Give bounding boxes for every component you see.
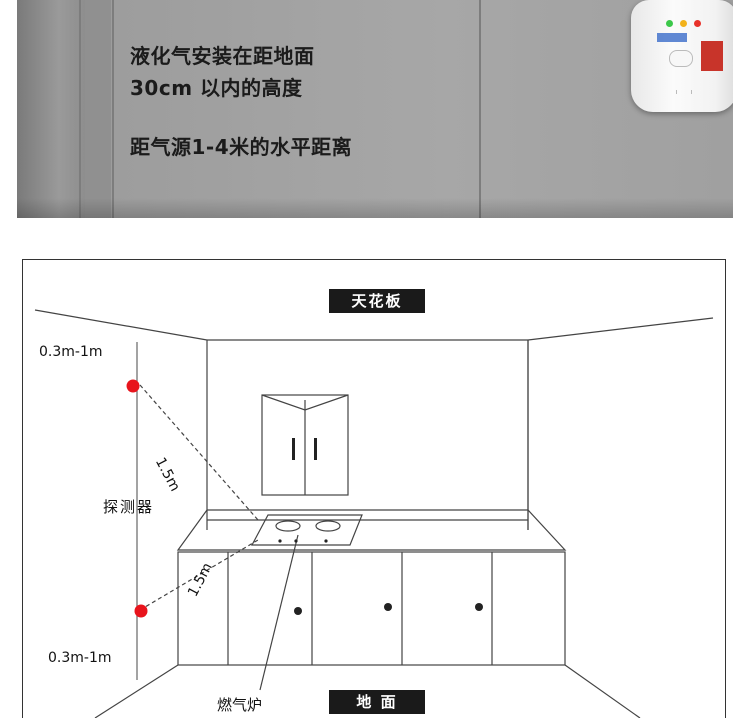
- detector-dot-upper: [126, 379, 140, 393]
- ceiling-tag: 天花板: [329, 289, 425, 313]
- brand-logo: [657, 33, 687, 42]
- product-banner: 液化气安装在距地面 30cm 以内的高度 距气源1-4米的水平距离: [17, 0, 733, 218]
- panel-strip: [85, 0, 111, 218]
- detector-label: 探测器: [103, 498, 155, 516]
- ceiling-edge-left: [34, 309, 208, 341]
- ceiling-edge-right: [527, 317, 714, 341]
- floor-edge-right: [564, 664, 641, 718]
- panel-seam: [112, 0, 114, 218]
- installation-diagram-frame: [22, 259, 726, 718]
- stove-label: 燃气炉: [217, 696, 263, 714]
- gas-stove: [251, 514, 363, 546]
- banner-line-2: 30cm 以内的高度: [130, 76, 303, 100]
- distance-line-upper: [139, 384, 259, 521]
- detector-dot-lower: [134, 604, 148, 618]
- upper-height-range: 0.3m-1m: [39, 344, 103, 360]
- floor-edge-left: [94, 664, 179, 718]
- wall-panel: [17, 0, 87, 218]
- banner-line-3: 距气源1-4米的水平距离: [130, 135, 353, 159]
- warning-label: [701, 41, 723, 71]
- vent-icon: [676, 90, 692, 94]
- stove-pointer: [259, 534, 299, 691]
- banner-line-1: 液化气安装在距地面: [130, 44, 315, 68]
- distance-line-lower: [139, 539, 259, 611]
- panel-seam: [479, 0, 481, 218]
- test-button: [669, 50, 693, 67]
- panel-seam: [79, 0, 81, 218]
- banner-shadow: [17, 198, 733, 218]
- countertop: [176, 509, 567, 551]
- base-cabinet: [177, 551, 566, 666]
- lower-height-range: 0.3m-1m: [48, 650, 112, 666]
- floor-tag: 地 面: [329, 690, 425, 714]
- gas-detector-device: [631, 0, 733, 112]
